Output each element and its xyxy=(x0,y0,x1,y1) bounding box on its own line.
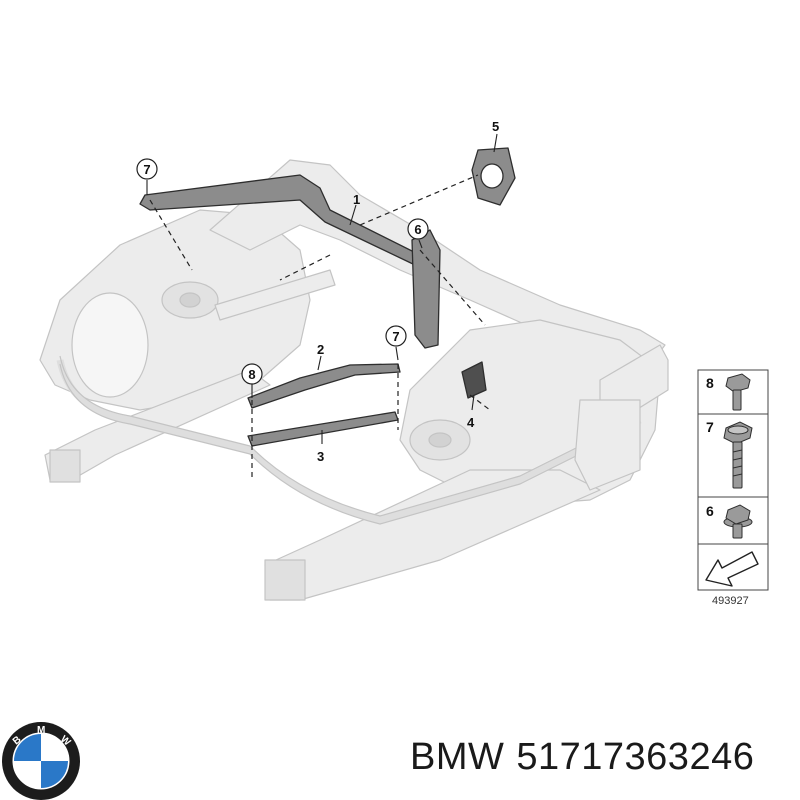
part-3-lower-strut xyxy=(247,411,399,447)
callout-4: 4 xyxy=(467,415,475,430)
callout-7b: 7 xyxy=(385,325,407,347)
callout-1: 1 xyxy=(353,192,360,207)
legend-item-6-number: 6 xyxy=(706,503,714,519)
leader-lines xyxy=(146,133,498,444)
assembly-lines xyxy=(149,174,491,478)
legend-item-8-number: 8 xyxy=(706,375,714,391)
direction-arrow-icon xyxy=(705,551,759,587)
part-6-vertical-bracket xyxy=(411,229,441,349)
callout-2: 2 xyxy=(317,342,324,357)
brand-name: BMW xyxy=(410,736,505,778)
legend-item-8: 8 xyxy=(706,373,751,411)
reference-number: 493927 xyxy=(712,595,749,607)
flange-bolt-icon xyxy=(723,504,753,539)
callout-2-label: 2 xyxy=(317,342,324,357)
callout-8-label: 8 xyxy=(248,367,255,382)
callout-3: 3 xyxy=(317,449,324,464)
bolt-long-icon xyxy=(723,421,753,489)
part-2-cross-strut xyxy=(247,363,401,409)
left-wheel-arch xyxy=(71,292,149,398)
front-carrier-ring xyxy=(56,359,642,524)
callout-3-label: 3 xyxy=(317,449,324,464)
callout-6: 6 xyxy=(407,218,429,240)
right-front-rail xyxy=(264,469,601,601)
part-4-pad xyxy=(461,361,487,399)
callout-5: 5 xyxy=(492,119,499,134)
callout-7a-label: 7 xyxy=(143,162,150,177)
callout-6-label: 6 xyxy=(414,222,421,237)
callout-7b-label: 7 xyxy=(392,329,399,344)
fastener-legend: 8 7 6 xyxy=(697,369,769,591)
legend-item-7: 7 xyxy=(706,419,753,489)
callout-4-label: 4 xyxy=(467,415,475,430)
legend-item-7-number: 7 xyxy=(706,419,714,435)
part-number: 51717363246 xyxy=(516,736,755,778)
callout-8: 8 xyxy=(241,363,263,385)
highlighted-parts xyxy=(139,147,516,447)
callout-1-label: 1 xyxy=(353,192,360,207)
bolt-short-icon xyxy=(725,373,751,411)
callout-7a: 7 xyxy=(136,158,158,180)
legend-item-6: 6 xyxy=(706,503,753,539)
bmw-logo: B M W xyxy=(2,722,80,800)
svg-text:M: M xyxy=(37,725,45,736)
brand-caption: BMW 51717363246 xyxy=(410,736,766,779)
callout-5-label: 5 xyxy=(492,119,499,134)
